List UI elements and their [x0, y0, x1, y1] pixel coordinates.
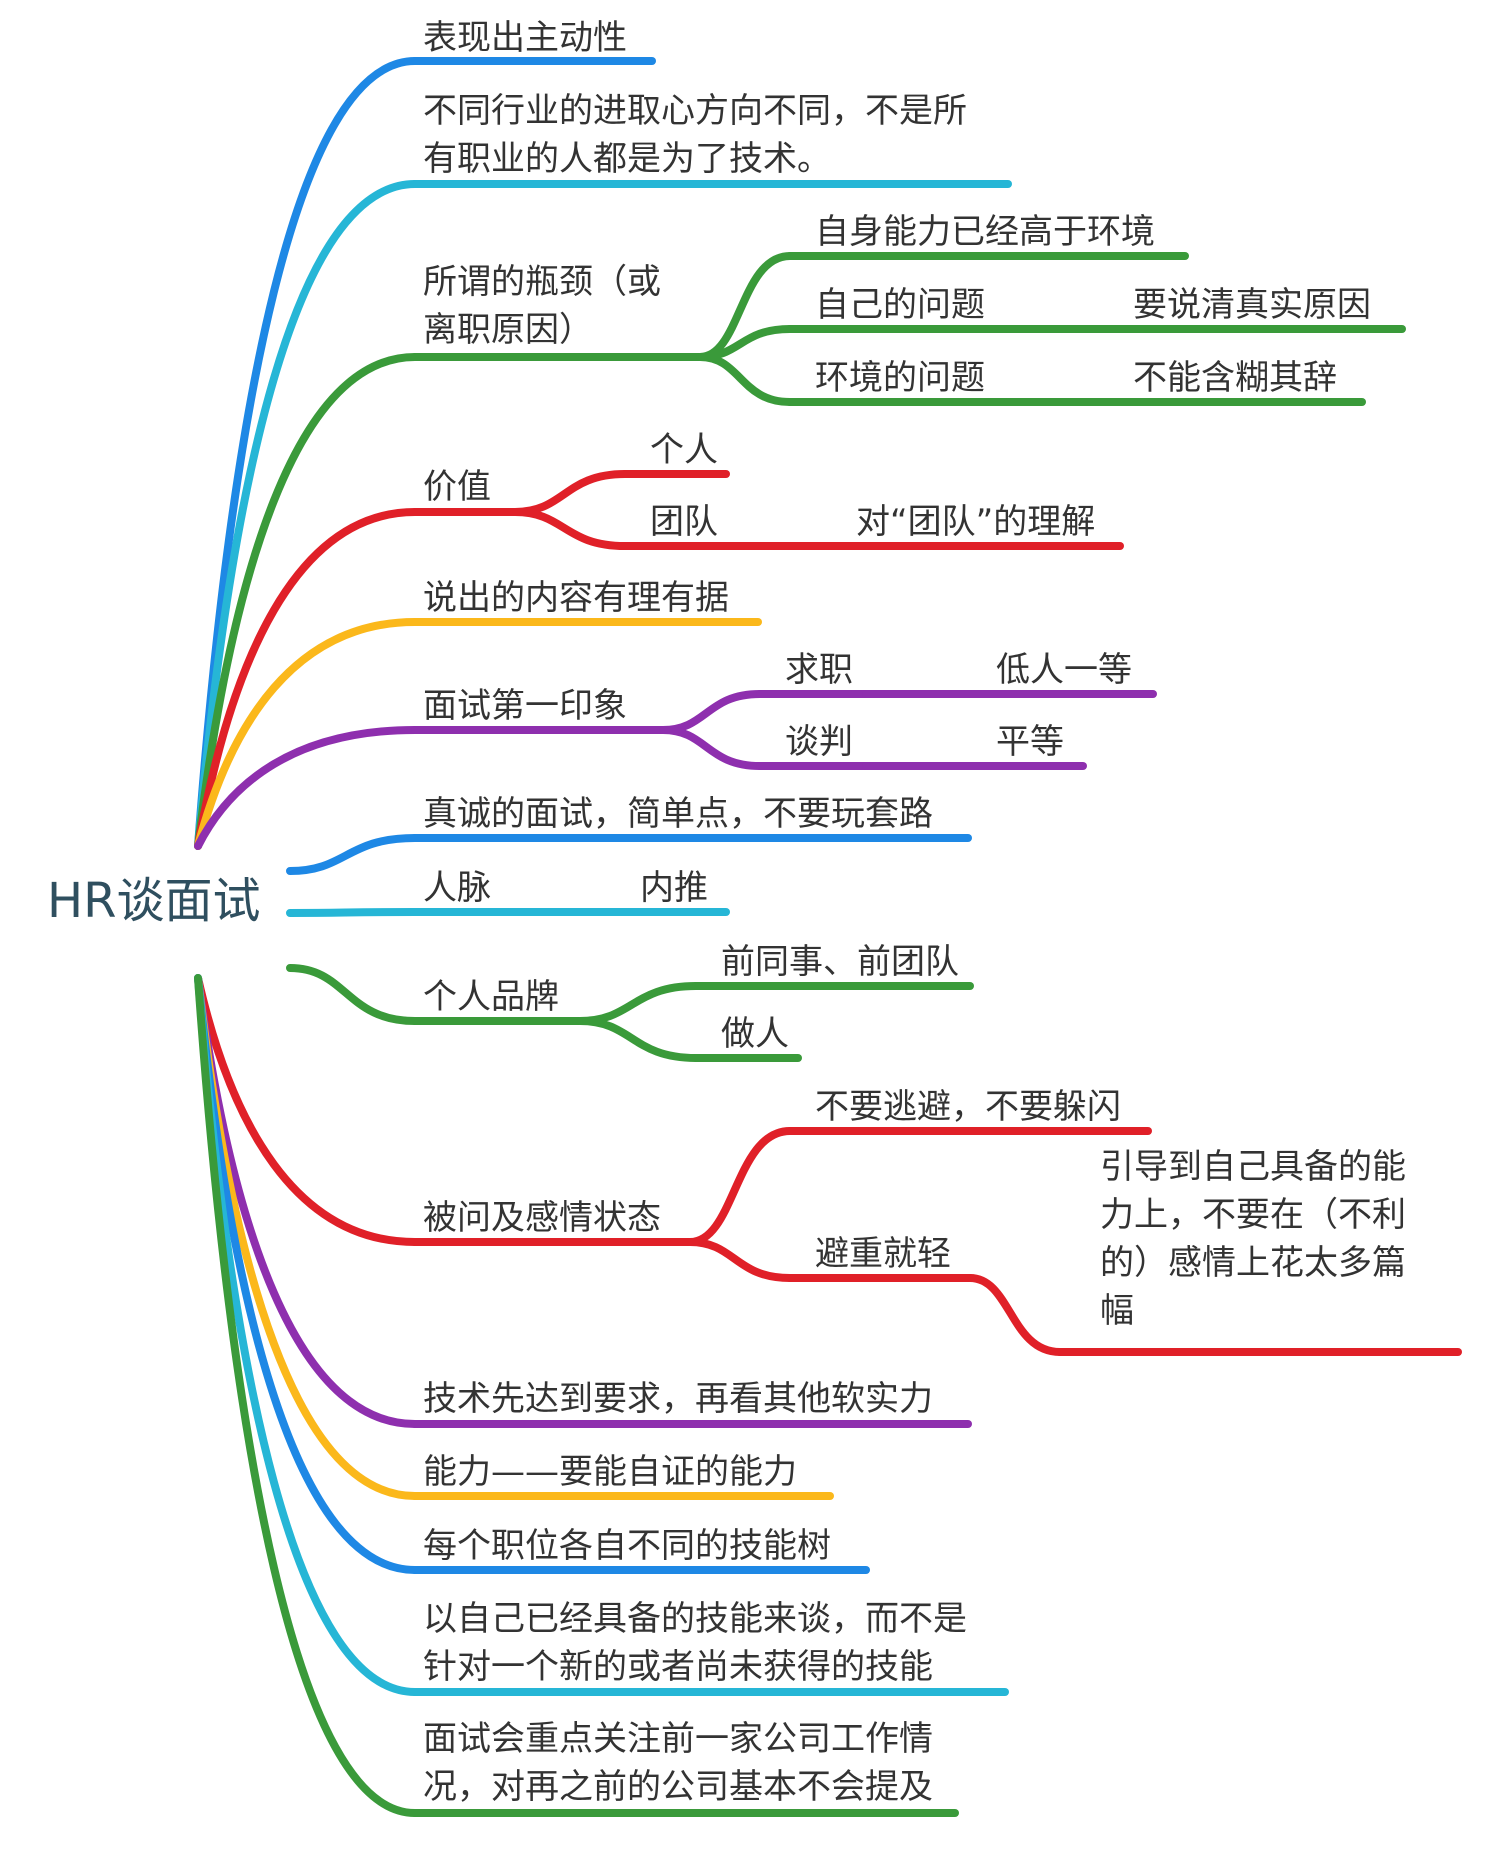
- branch-connector: [194, 974, 419, 1817]
- topic-label: 真诚的面试，简单点，不要玩套路: [423, 794, 933, 834]
- topic-label: 况，对再之前的公司基本不会提及: [423, 1767, 933, 1807]
- detail-label: 引导到自己具备的能: [1100, 1147, 1406, 1187]
- subtopic-label: 谈判: [785, 722, 853, 762]
- topic-label: 有职业的人都是为了技术。: [423, 139, 831, 179]
- topic-label: 个人品牌: [423, 977, 559, 1017]
- branch-connector: [194, 353, 419, 850]
- detail-connector: [966, 1274, 1064, 1356]
- root-topic: HR谈面试: [47, 873, 260, 929]
- branch-connector: [286, 908, 419, 917]
- subtopic-connector: [576, 1017, 700, 1062]
- subtopic-connector: [511, 470, 629, 516]
- subtopic-connector: [659, 690, 764, 734]
- topic-label: 针对一个新的或者尚未获得的技能: [423, 1647, 933, 1687]
- subtopic-label: 个人: [650, 430, 718, 470]
- subtopic-label: 前同事、前团队: [721, 942, 959, 982]
- topic-label: 说出的内容有理有据: [423, 578, 729, 618]
- topic-label: 以自己已经具备的技能来谈，而不是: [423, 1599, 967, 1639]
- subtopic-connector: [659, 726, 764, 770]
- subtopic-label: 做人: [721, 1014, 789, 1054]
- branch-connector: [286, 964, 419, 1025]
- subtopic-label: 求职: [785, 650, 853, 690]
- subtopic-label: 不要逃避，不要躲闪: [815, 1087, 1121, 1127]
- detail-label: 不能含糊其辞: [1133, 358, 1337, 398]
- topic-label: 离职原因）: [423, 310, 593, 350]
- topic-label: 价值: [423, 467, 491, 507]
- detail-label: 要说清真实原因: [1133, 285, 1371, 325]
- detail-label: 幅: [1100, 1291, 1134, 1331]
- topic-label: 表现出主动性: [423, 18, 627, 58]
- subtopic-connector: [686, 1238, 794, 1282]
- detail-label: 低人一等: [996, 650, 1132, 690]
- topic-label: 面试会重点关注前一家公司工作情: [423, 1719, 933, 1759]
- branch-connector: [194, 974, 419, 1246]
- detail-label: 平等: [996, 722, 1064, 762]
- detail-label: 对“团队”的理解: [856, 502, 1095, 542]
- topic-label: 面试第一印象: [423, 686, 627, 726]
- subtopic-connector: [696, 325, 794, 361]
- detail-label: 力上，不要在（不利: [1100, 1195, 1406, 1235]
- topic-label: 所谓的瓶颈（或: [423, 262, 661, 302]
- subtopic-connector: [696, 353, 794, 406]
- topic-label: 能力——要能自证的能力: [423, 1452, 797, 1492]
- subtopic-connector: [511, 508, 629, 550]
- subtopic-label: 环境的问题: [815, 358, 985, 398]
- branch-8: 人脉 内推: [286, 868, 730, 917]
- subtopic-label: 自身能力已经高于环境: [815, 212, 1155, 252]
- subtopic-label: 团队: [650, 502, 718, 542]
- subtopic-label: 避重就轻: [815, 1234, 951, 1274]
- topic-label: 每个职位各自不同的技能树: [423, 1526, 831, 1566]
- branch-connector: [194, 726, 419, 850]
- branch-connector: [194, 618, 419, 850]
- branch-connector: [194, 508, 419, 850]
- subtopic-connector: [686, 1127, 794, 1246]
- topic-label: 不同行业的进取心方向不同，不是所: [423, 91, 967, 131]
- subtopic-label: 内推: [640, 868, 708, 908]
- subtopic-label: 自己的问题: [815, 285, 985, 325]
- branch-connector: [194, 180, 419, 850]
- branch-7: 真诚的面试，简单点，不要玩套路: [286, 794, 972, 875]
- branch-5: 说出的内容有理有据: [194, 578, 762, 850]
- subtopic-connector: [576, 982, 700, 1025]
- topic-label: 技术先达到要求，再看其他软实力: [423, 1379, 933, 1419]
- topic-label: 被问及感情状态: [423, 1198, 661, 1238]
- topic-label: 人脉: [423, 868, 491, 908]
- detail-label: 的）感情上花太多篇: [1100, 1243, 1406, 1283]
- branch-connector: [286, 834, 419, 875]
